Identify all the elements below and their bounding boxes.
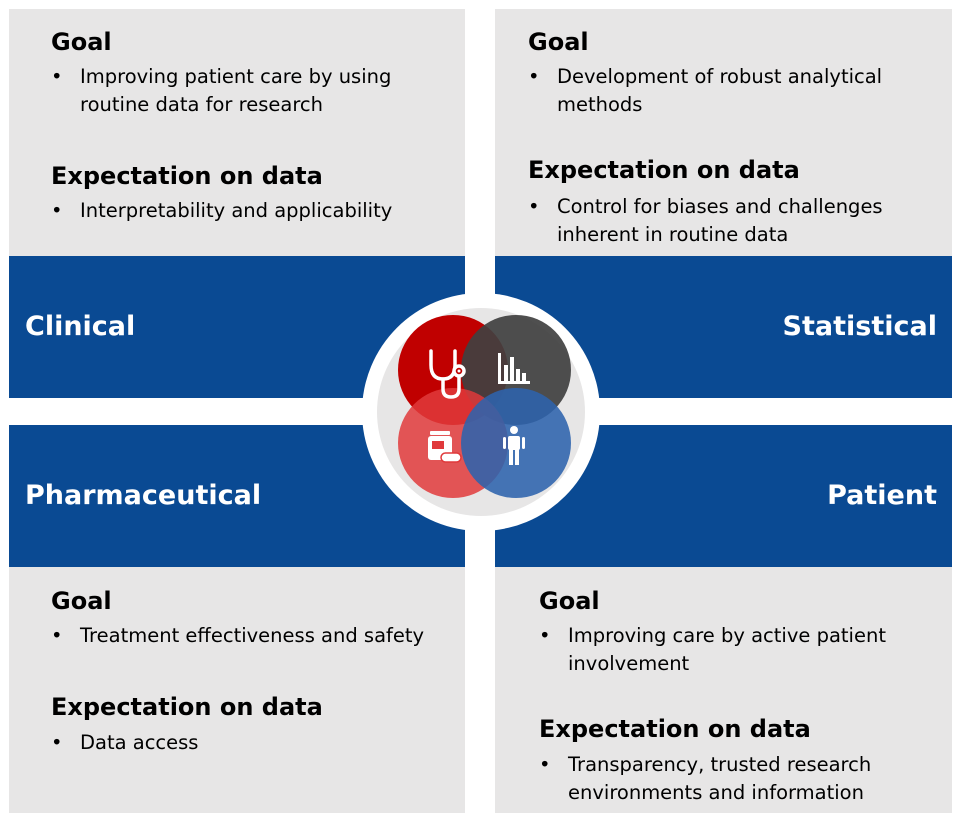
- patient-goal-text: Improving care by active patient involve…: [568, 624, 886, 675]
- clinical-panel: [9, 9, 465, 256]
- clinical-goal-heading: Goal: [51, 28, 112, 56]
- clinical-goal-item: • Improving patient care by using routin…: [51, 63, 431, 119]
- stethoscope-icon: [429, 349, 466, 399]
- patient-title: Patient: [827, 480, 937, 511]
- bullet-dot: •: [51, 731, 63, 754]
- pharmaceutical-expectation-heading: Expectation on data: [51, 693, 323, 721]
- bullet-dot: •: [539, 753, 551, 776]
- statistical-panel: [495, 9, 952, 256]
- pharmaceutical-goal-item: • Treatment effectiveness and safety: [51, 622, 456, 650]
- statistical-title: Statistical: [782, 311, 937, 342]
- patient-expectation-item: • Transparency, trusted research environ…: [539, 751, 939, 807]
- bullet-dot: •: [528, 65, 540, 88]
- bullet-dot: •: [51, 199, 63, 222]
- pharmaceutical-panel: [9, 567, 465, 813]
- patient-goal-heading: Goal: [539, 587, 600, 615]
- statistical-goal-text: Development of robust analytical methods: [557, 65, 883, 116]
- person-icon: [503, 426, 525, 465]
- pharmaceutical-expectation-item: • Data access: [51, 729, 451, 757]
- statistical-goal-heading: Goal: [528, 28, 589, 56]
- patient-expectation-text: Transparency, trusted research environme…: [568, 753, 872, 804]
- clinical-expectation-heading: Expectation on data: [51, 162, 323, 190]
- patient-panel: [495, 567, 952, 813]
- pharmaceutical-title: Pharmaceutical: [25, 480, 262, 511]
- statistical-goal-item: • Development of robust analytical metho…: [528, 63, 928, 119]
- clinical-title: Clinical: [25, 311, 136, 342]
- statistical-expectation-item: • Control for biases and challenges inhe…: [528, 193, 928, 249]
- bullet-dot: •: [539, 624, 551, 647]
- bullet-dot: •: [528, 195, 540, 218]
- clinical-goal-text: Improving patient care by using routine …: [80, 65, 392, 116]
- pharmaceutical-goal-heading: Goal: [51, 587, 112, 615]
- venn-diagram: [362, 293, 600, 531]
- bullet-dot: •: [51, 65, 63, 88]
- pharmaceutical-goal-text: Treatment effectiveness and safety: [80, 624, 425, 647]
- statistical-expectation-heading: Expectation on data: [528, 156, 800, 184]
- bar-chart-icon: [498, 353, 530, 384]
- medication-icon: [428, 431, 462, 463]
- clinical-expectation-text: Interpretability and applicability: [80, 199, 393, 222]
- patient-expectation-heading: Expectation on data: [539, 715, 811, 743]
- pharmaceutical-expectation-text: Data access: [80, 731, 199, 754]
- bullet-dot: •: [51, 624, 63, 647]
- patient-goal-item: • Improving care by active patient invol…: [539, 622, 919, 678]
- statistical-expectation-text: Control for biases and challenges inhere…: [557, 195, 883, 246]
- clinical-expectation-item: • Interpretability and applicability: [51, 197, 451, 225]
